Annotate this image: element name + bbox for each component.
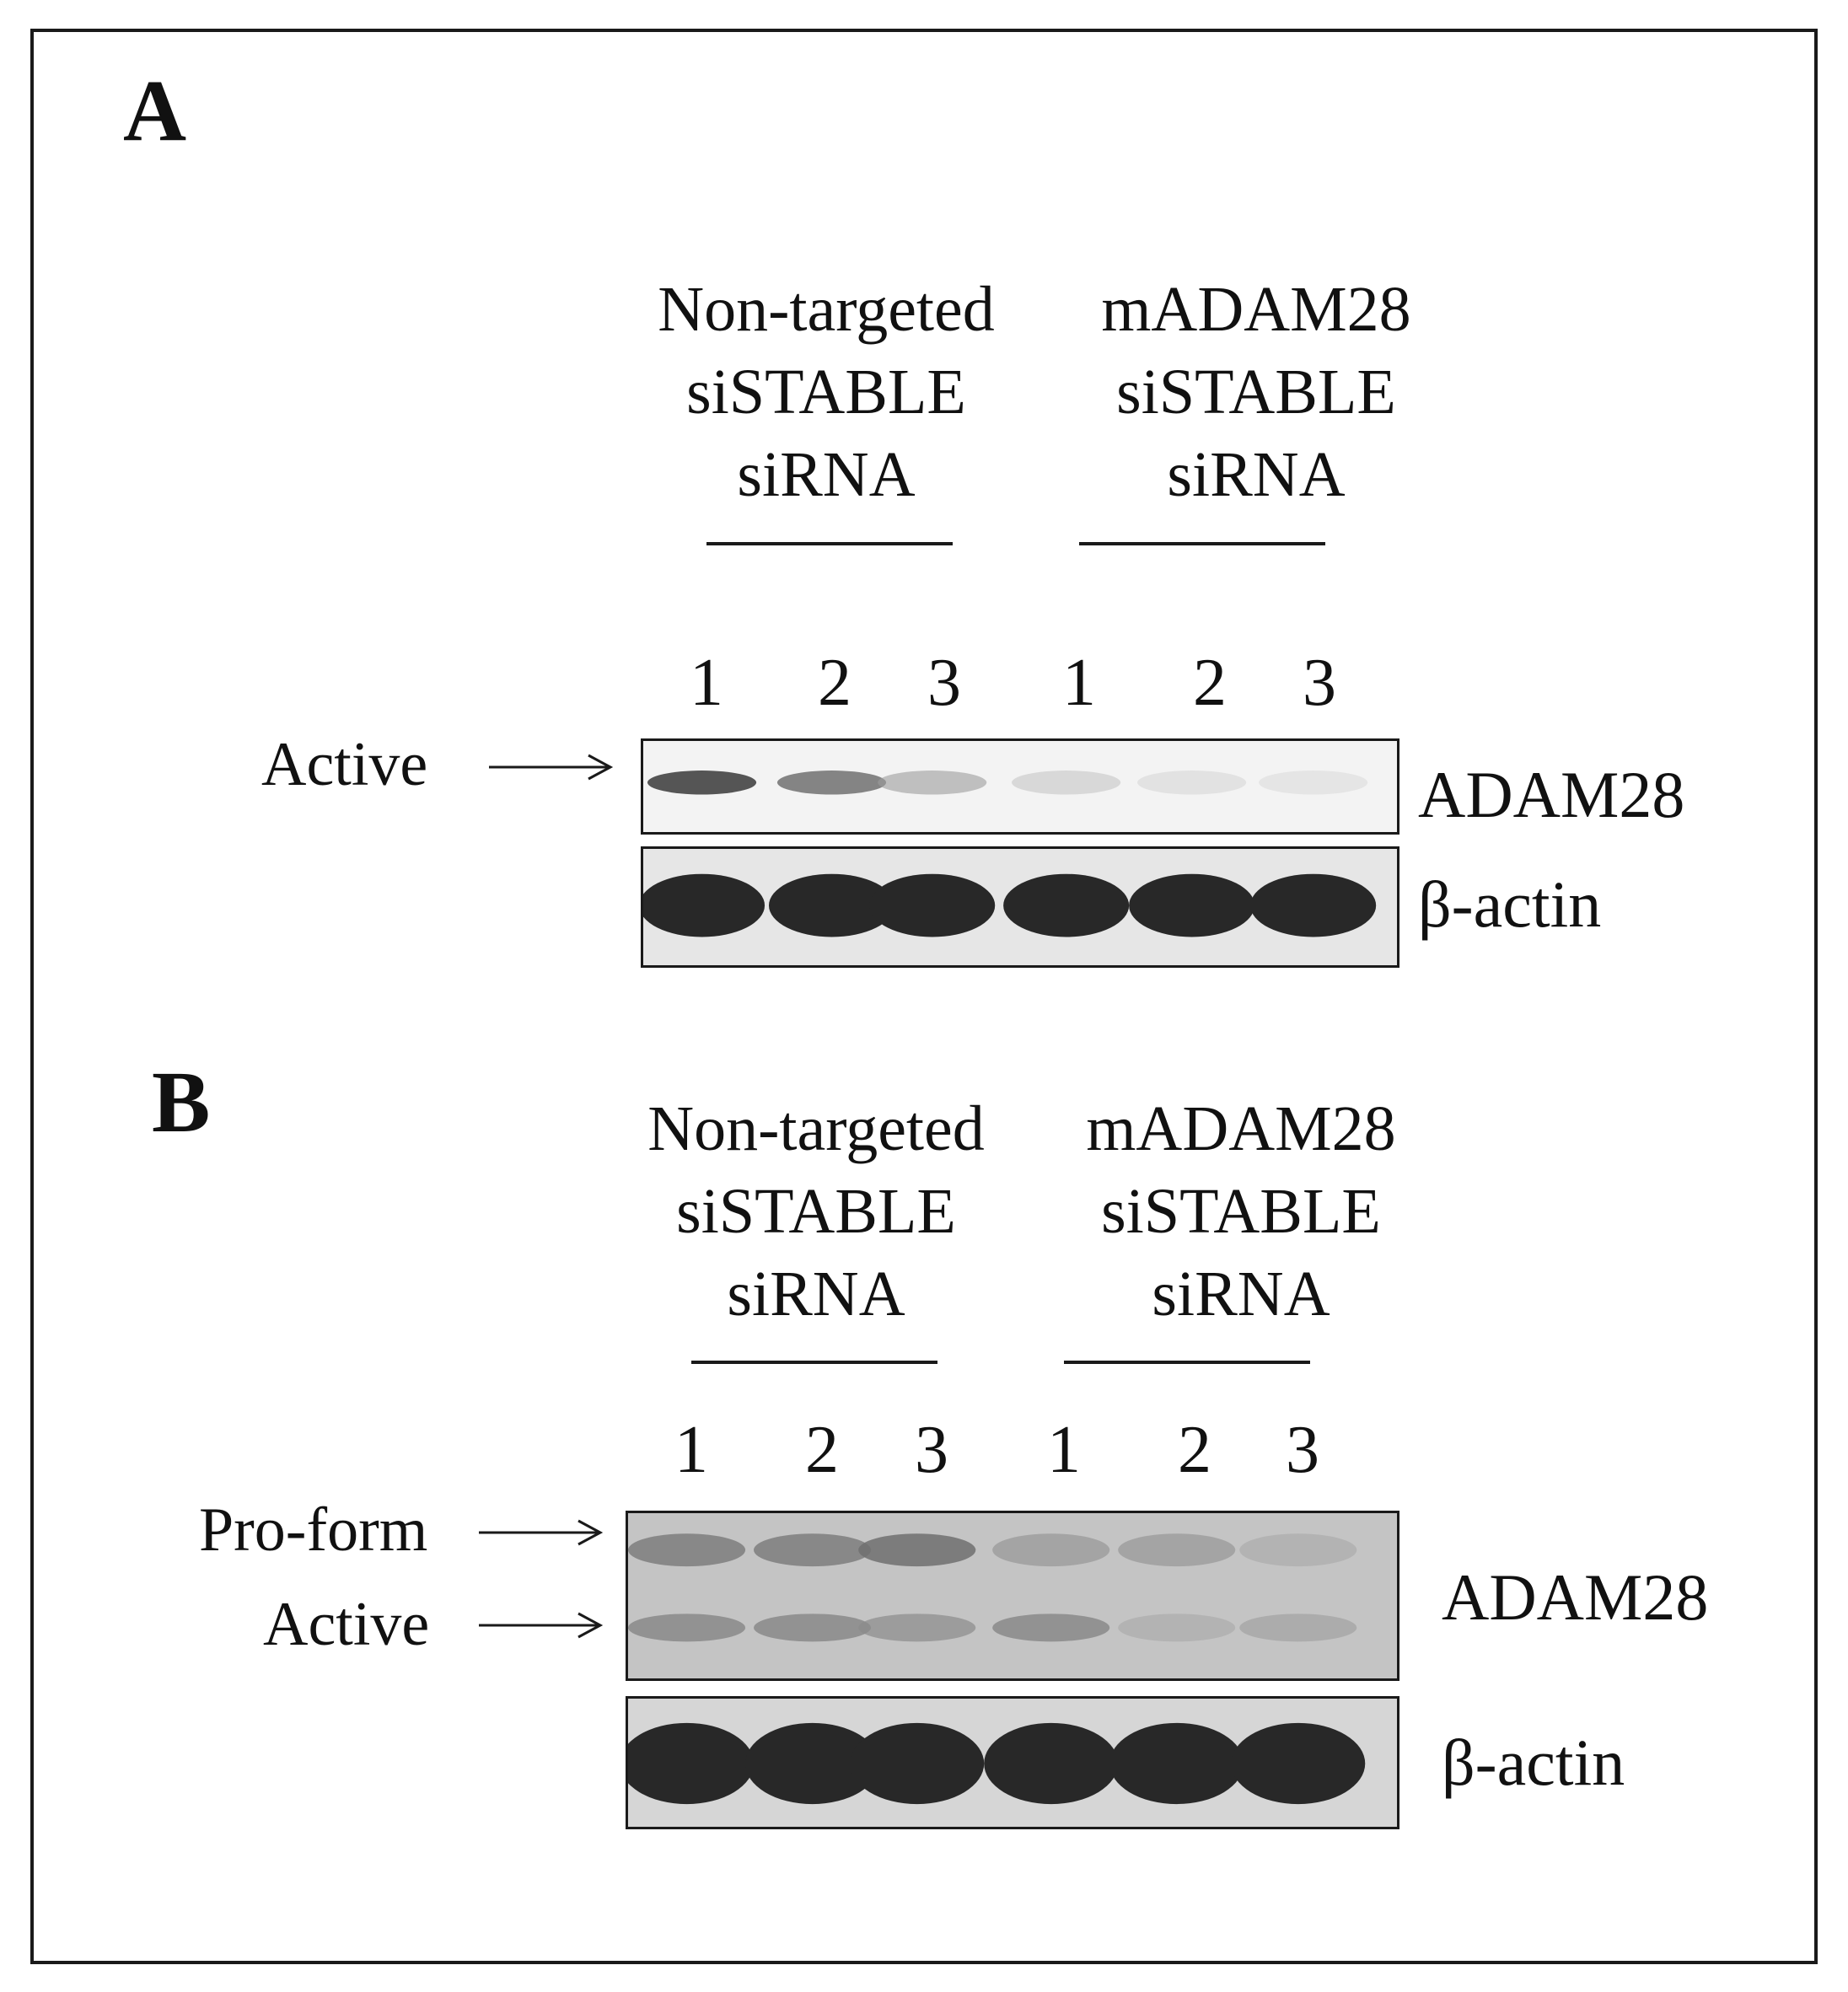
panel-b-label: B <box>152 1054 211 1151</box>
panel-b-adam28-blot <box>626 1511 1399 1681</box>
panel-a-actin-label: β-actin <box>1418 867 1602 941</box>
blot-band <box>869 873 996 937</box>
blot-band <box>628 1613 746 1642</box>
panel-a-lane-number: 1 <box>1062 646 1096 720</box>
panel-a-lane-number: 3 <box>1303 646 1336 720</box>
arrow-icon <box>479 1519 604 1546</box>
blot-band <box>628 1533 746 1567</box>
blot-band <box>1012 770 1121 795</box>
panel-a-adam28-label: ADAM28 <box>1418 758 1685 831</box>
group-label-line: Non-targeted <box>647 1093 985 1164</box>
blot-band <box>850 1722 985 1805</box>
panel-a-group-nontargeted-label: Non-targeted siSTABLE siRNA <box>624 268 1029 516</box>
group-label-line: siSTABLE <box>1101 1176 1381 1247</box>
blot-band <box>1129 873 1255 937</box>
panel-a-lane-number: 2 <box>1193 646 1227 720</box>
blot-bands <box>628 1722 1366 1805</box>
panel-b-lane-number: 2 <box>1178 1413 1211 1487</box>
panel-b-lane-number: 1 <box>1047 1413 1081 1487</box>
blot-band <box>1003 873 1130 937</box>
panel-b-active-band-label: Active <box>263 1590 430 1659</box>
blot-band <box>776 770 887 795</box>
blot-band <box>628 1722 754 1805</box>
group-label-line: mADAM28 <box>1086 1093 1396 1164</box>
blot-band <box>1239 1533 1357 1567</box>
blot-band <box>1137 770 1247 795</box>
blot-band <box>643 873 766 937</box>
blot-band <box>1231 1722 1366 1805</box>
group-label-line: siSTABLE <box>686 357 966 427</box>
panel-b-lane-number: 1 <box>674 1413 708 1487</box>
panel-b-adam28-label: ADAM28 <box>1442 1560 1709 1634</box>
group-label-line: siRNA <box>1152 1259 1330 1329</box>
blot-band <box>754 1613 872 1642</box>
blot-bands <box>628 1533 1357 1642</box>
blot-band <box>1109 1722 1244 1805</box>
panel-a-active-band-label: Active <box>261 730 428 799</box>
group-label-line: siSTABLE <box>676 1176 956 1247</box>
panel-a-group-bar-madam28 <box>1079 542 1325 545</box>
panel-b-group-bar-nontargeted <box>691 1361 937 1364</box>
blot-band <box>858 1533 976 1567</box>
figure-frame <box>30 29 1818 1964</box>
group-label-line: siRNA <box>727 1259 905 1329</box>
blot-band <box>647 770 757 795</box>
blot-band <box>1250 873 1377 937</box>
panel-b-lane-number: 3 <box>915 1413 948 1487</box>
blot-band <box>745 1722 880 1805</box>
blot-band <box>1118 1533 1236 1567</box>
panel-a-group-madam28-label: mADAM28 siSTABLE siRNA <box>1054 268 1459 516</box>
blot-band <box>992 1533 1110 1567</box>
panel-a-actin-blot <box>641 846 1399 968</box>
blot-bands <box>647 770 1368 795</box>
group-label-line: siRNA <box>1167 439 1346 510</box>
panel-a-adam28-blot <box>641 738 1399 835</box>
panel-b-lane-number: 2 <box>805 1413 839 1487</box>
panel-b-actin-label: β-actin <box>1442 1726 1625 1799</box>
blot-band <box>1239 1613 1357 1642</box>
panel-b-proform-band-label: Pro-form <box>199 1495 428 1565</box>
panel-a-lane-number: 3 <box>927 646 961 720</box>
panel-b-group-bar-madam28 <box>1064 1361 1310 1364</box>
panel-a-lane-number: 1 <box>690 646 723 720</box>
group-label-line: siRNA <box>737 439 916 510</box>
blot-bands <box>643 873 1377 937</box>
group-label-line: siSTABLE <box>1116 357 1396 427</box>
blot-band <box>1259 770 1368 795</box>
group-label-line: mADAM28 <box>1101 274 1411 345</box>
panel-b-group-madam28-label: mADAM28 siSTABLE siRNA <box>1039 1087 1443 1335</box>
blot-band <box>754 1533 872 1567</box>
group-label-line: Non-targeted <box>658 274 995 345</box>
blot-band <box>878 770 987 795</box>
blot-band <box>858 1613 976 1642</box>
blot-band <box>1118 1613 1236 1642</box>
panel-a-label: A <box>123 62 187 159</box>
panel-b-actin-blot <box>626 1696 1399 1829</box>
panel-b-lane-number: 3 <box>1286 1413 1319 1487</box>
arrow-icon <box>489 754 614 781</box>
blot-band <box>984 1722 1119 1805</box>
blot-band <box>769 873 894 937</box>
panel-a-lane-number: 2 <box>818 646 851 720</box>
panel-b-group-nontargeted-label: Non-targeted siSTABLE siRNA <box>614 1087 1018 1335</box>
arrow-icon <box>479 1612 604 1639</box>
panel-a-group-bar-nontargeted <box>706 542 953 545</box>
blot-band <box>992 1613 1110 1642</box>
